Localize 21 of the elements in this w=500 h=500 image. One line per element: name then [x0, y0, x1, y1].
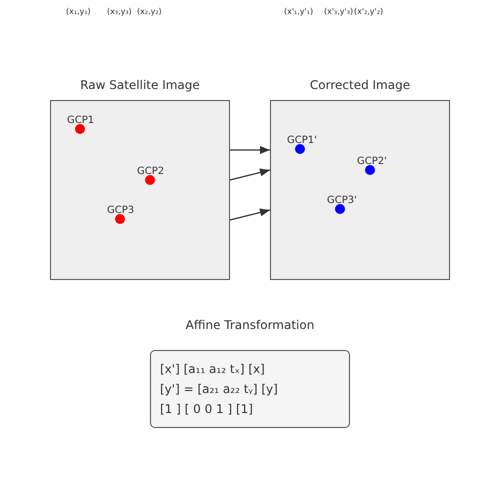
section-title: Affine Transformation [184, 318, 316, 332]
gcp-label: GCP2 [137, 166, 164, 177]
coordinate-label: (x'₁,y'₁) [284, 7, 314, 16]
panel-title: Corrected Image [308, 78, 412, 92]
gcp-label: GCP1 [67, 115, 94, 126]
coordinate-label: (x'₃,y'₃) [324, 7, 354, 16]
panel-title: Raw Satellite Image [79, 78, 201, 92]
coordinate-label: (x₃,y₃) [107, 7, 132, 16]
arrow [230, 208, 270, 221]
arrow [230, 146, 270, 154]
gcp-label: GCP1' [287, 135, 317, 146]
coordinate-label: (x₁,y₁) [66, 7, 91, 16]
gcp-label: GCP3 [107, 205, 134, 216]
matrix-row-text: [1 ] [ 0 0 1 ] [1] [160, 401, 253, 418]
arrow [230, 168, 270, 181]
gcp-label: GCP3' [327, 195, 357, 206]
coordinate-label: (x'₂,y'₂) [354, 7, 384, 16]
coordinate-label: (x₂,y₂) [137, 7, 162, 16]
matrix-row-text: [y'] = [a₂₁ a₂₂ tᵧ] [y] [160, 381, 278, 398]
gcp-label: GCP2' [357, 156, 387, 167]
matrix-row-text: [x'] [a₁₁ a₁₂ tₓ] [x] [160, 361, 265, 378]
